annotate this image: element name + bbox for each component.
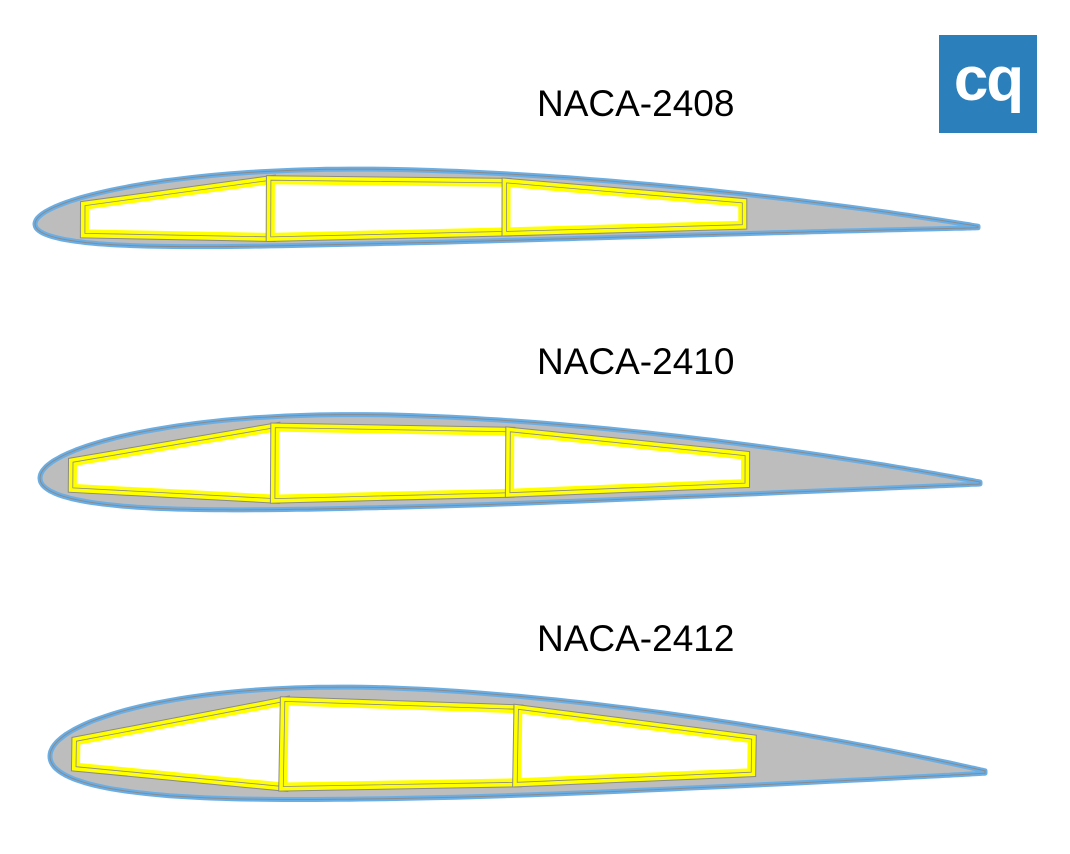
spar-cell-2410-2 bbox=[270, 423, 515, 503]
cq-logo: cq bbox=[939, 35, 1037, 133]
cell-inner-2408-3 bbox=[506, 182, 743, 232]
cell-inner-2412-3 bbox=[516, 708, 753, 783]
airfoil-outline-2410 bbox=[39, 414, 981, 511]
airfoil-label-2412: NACA-2412 bbox=[537, 618, 735, 659]
airfoil-outline-2412 bbox=[49, 686, 986, 800]
airfoil-label-2410: NACA-2410 bbox=[537, 341, 735, 382]
airfoil-label-2408: NACA-2408 bbox=[537, 83, 735, 124]
spar-cell-2412-2 bbox=[279, 697, 523, 791]
logo-text: cq bbox=[953, 44, 1024, 114]
spar-cell-2408-2 bbox=[266, 176, 511, 241]
airfoil-outline-2408 bbox=[34, 168, 979, 248]
cell-inner-2410-3 bbox=[509, 431, 746, 494]
